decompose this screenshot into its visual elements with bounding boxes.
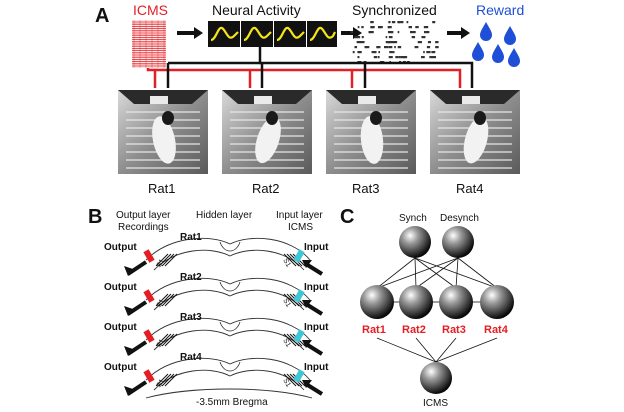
input-label: Input	[304, 242, 329, 253]
rat2-node-label: Rat2	[402, 324, 426, 336]
rat2-label: Rat2	[252, 181, 279, 196]
s1-left-label: S1	[156, 338, 166, 349]
brain-rat-label: Rat2	[180, 272, 202, 283]
rat2-node	[399, 285, 433, 319]
output-layer-label: Output layer	[116, 210, 171, 221]
rat2-photo	[222, 90, 312, 174]
flow-arrowhead	[461, 27, 470, 39]
s1-right-label: S1	[281, 338, 291, 349]
s1-left-label: S1	[156, 298, 166, 309]
reward-label: Reward	[476, 2, 524, 18]
icms-grid-icon	[132, 20, 166, 68]
water-drops-icon	[472, 22, 520, 67]
rat3-node-label: Rat3	[442, 324, 466, 336]
panel-c-letter: C	[340, 206, 354, 228]
s1-left-label: S1	[156, 378, 166, 389]
rat3-photo	[326, 90, 416, 174]
desynch-label: Desynch	[440, 213, 479, 224]
rat1-photo	[118, 90, 208, 174]
s1-left-label: S1	[156, 258, 166, 269]
desynch-node	[442, 226, 474, 258]
input-label: Input	[304, 322, 329, 333]
brain-rat-label: Rat1	[180, 232, 202, 243]
neural-activity-label: Neural Activity	[212, 2, 301, 18]
rat4-photo	[430, 90, 520, 174]
output-label: Output	[104, 362, 137, 373]
brain-rat-label: Rat4	[180, 352, 202, 363]
rat-connection-lines	[146, 47, 474, 88]
rat1-label: Rat1	[148, 181, 175, 196]
s1-right-label: S1	[281, 298, 291, 309]
icms-node-label: ICMS	[423, 398, 448, 409]
s1-right-label: S1	[281, 378, 291, 389]
rat1-node-label: Rat1	[362, 324, 386, 336]
input-layer-label: Input layer	[276, 210, 323, 221]
neural-activity-traces	[208, 21, 337, 47]
rat1-node	[360, 285, 394, 319]
flow-arrowhead	[194, 27, 203, 39]
synch-node	[399, 226, 431, 258]
rat4-node	[480, 285, 514, 319]
rat4-label: Rat4	[456, 181, 483, 196]
output-label: Output	[104, 242, 137, 253]
hidden-layer-label: Hidden layer	[196, 210, 253, 221]
network-edges	[376, 257, 498, 363]
panel-a-letter: A	[95, 5, 109, 27]
input-label: Input	[304, 362, 329, 373]
panel-b-letter: B	[88, 206, 102, 228]
synchronized-raster	[350, 21, 439, 64]
s1-right-label: S1	[281, 258, 291, 269]
brain-rat-label: Rat3	[180, 312, 202, 323]
rat4-node-label: Rat4	[484, 324, 509, 336]
synchronized-label: Synchronized	[352, 2, 437, 18]
recordings-label: Recordings	[118, 222, 169, 233]
icms-label: ICMS	[133, 2, 168, 18]
rat3-node	[439, 285, 473, 319]
icms-node	[420, 362, 452, 394]
rat3-label: Rat3	[352, 181, 379, 196]
output-label: Output	[104, 322, 137, 333]
output-label: Output	[104, 282, 137, 293]
synch-label: Synch	[399, 213, 427, 224]
icms-b-label: ICMS	[288, 222, 313, 233]
input-label: Input	[304, 282, 329, 293]
brain-base-outline	[145, 388, 313, 399]
bregma-label: -3.5mm Bregma	[196, 397, 268, 408]
